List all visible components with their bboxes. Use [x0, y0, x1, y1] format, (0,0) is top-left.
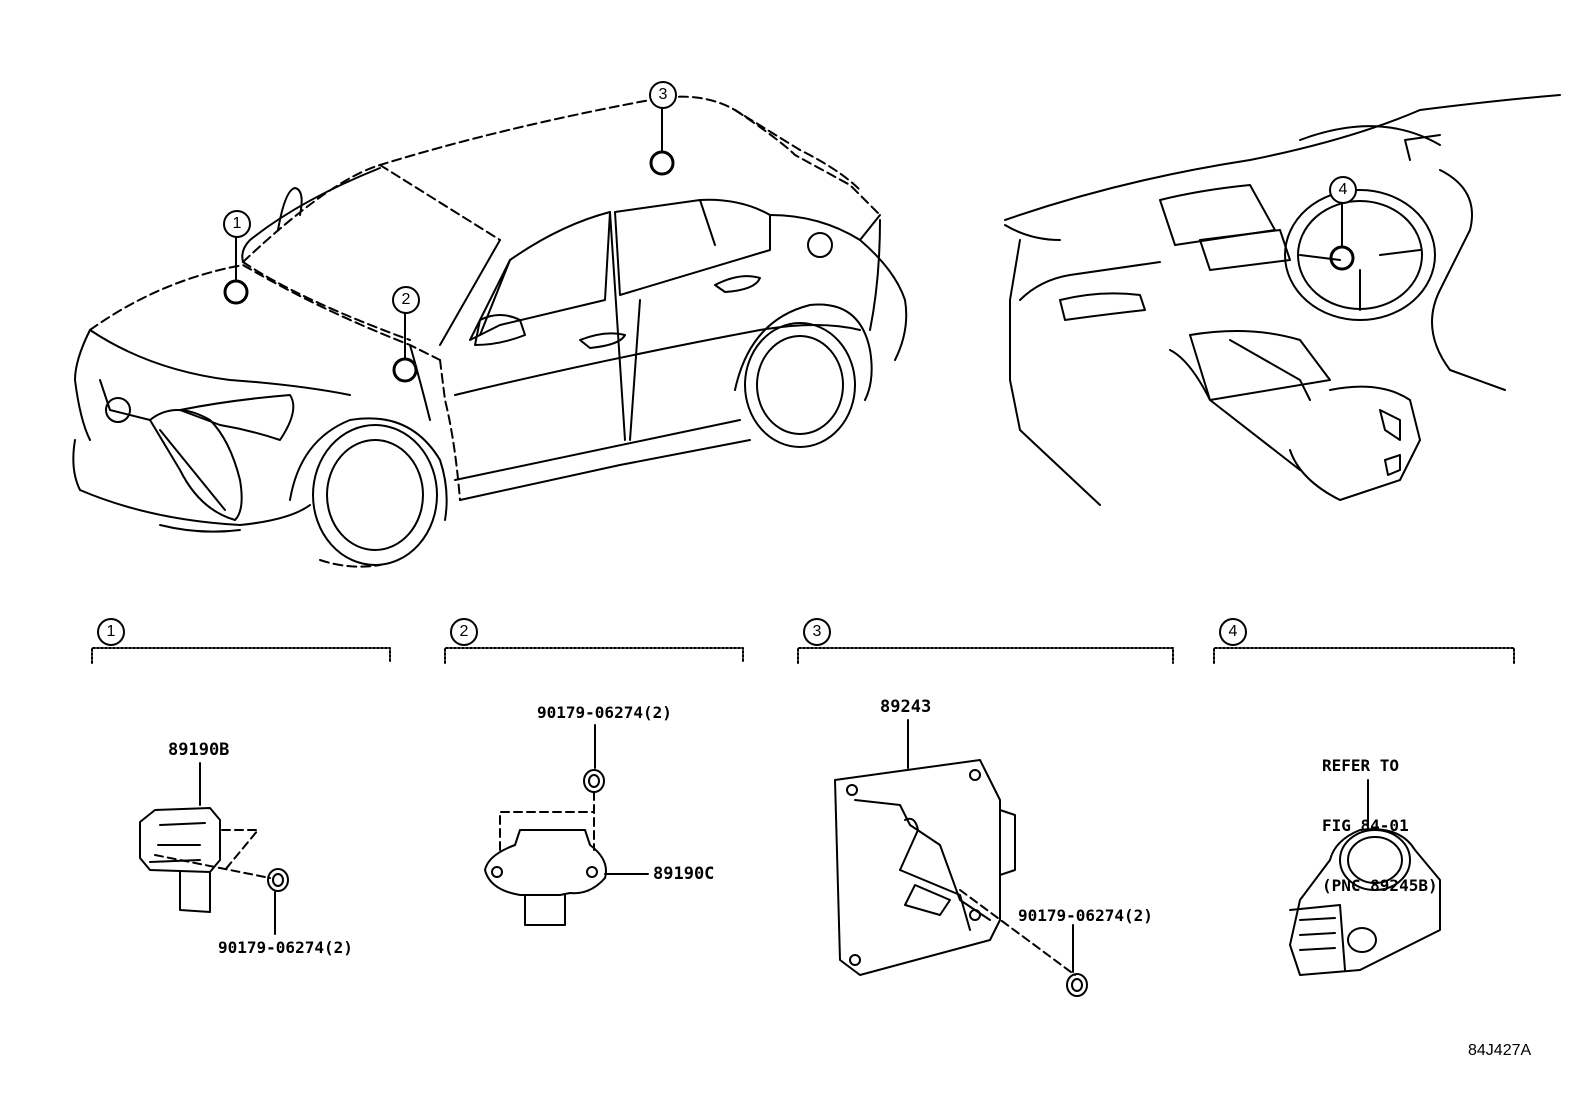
callout-1: 1 — [223, 210, 251, 238]
callout-2-number: 2 — [401, 291, 411, 308]
vehicle-interior-illustration — [1004, 94, 1561, 506]
part-89245b-spiral-cable — [1289, 779, 1441, 976]
group-3-number-circle: 3 — [803, 618, 831, 646]
group-1-number: 1 — [106, 623, 116, 640]
part-number-89190c: 89190C — [653, 864, 715, 884]
callout-3-number: 3 — [658, 86, 668, 103]
refer-note: REFER TO FIG 84-01 (PNC 89245B) — [1322, 716, 1438, 916]
refer-note-line-2: FIG 84-01 — [1322, 816, 1409, 835]
group-bracket-2 — [444, 647, 744, 664]
group-2-number: 2 — [459, 623, 469, 640]
callout-3: 3 — [649, 81, 677, 109]
part-89243-module — [834, 719, 1088, 997]
group-3-number: 3 — [812, 623, 822, 640]
refer-note-line-1: REFER TO — [1322, 756, 1400, 775]
callout-4: 4 — [1329, 176, 1357, 204]
vehicle-exterior-illustration — [72, 95, 908, 568]
group-4-number: 4 — [1228, 623, 1238, 640]
refer-note-line-3: (PNC 89245B) — [1322, 876, 1438, 895]
group-brackets — [91, 647, 1515, 664]
callout-4-number: 4 — [1338, 181, 1348, 198]
part-number-bolt-1: 90179-06274(2) — [218, 938, 353, 957]
group-4-number-circle: 4 — [1219, 618, 1247, 646]
part-number-89243: 89243 — [880, 697, 932, 717]
part-89190b-sensor — [139, 762, 289, 935]
group-bracket-3 — [797, 647, 1174, 664]
part-number-89190b: 89190B — [168, 740, 230, 760]
part-number-bolt-2: 90179-06274(2) — [537, 703, 672, 722]
group-bracket-1 — [91, 647, 391, 664]
group-1-number-circle: 1 — [97, 618, 125, 646]
part-89190c-sensor — [484, 724, 649, 926]
callout-2: 2 — [392, 286, 420, 314]
group-bracket-4 — [1213, 647, 1515, 664]
group-2-number-circle: 2 — [450, 618, 478, 646]
illustration-code: 84J427A — [1468, 1042, 1532, 1059]
callout-1-number: 1 — [232, 215, 242, 232]
part-number-bolt-3: 90179-06274(2) — [1018, 906, 1153, 925]
